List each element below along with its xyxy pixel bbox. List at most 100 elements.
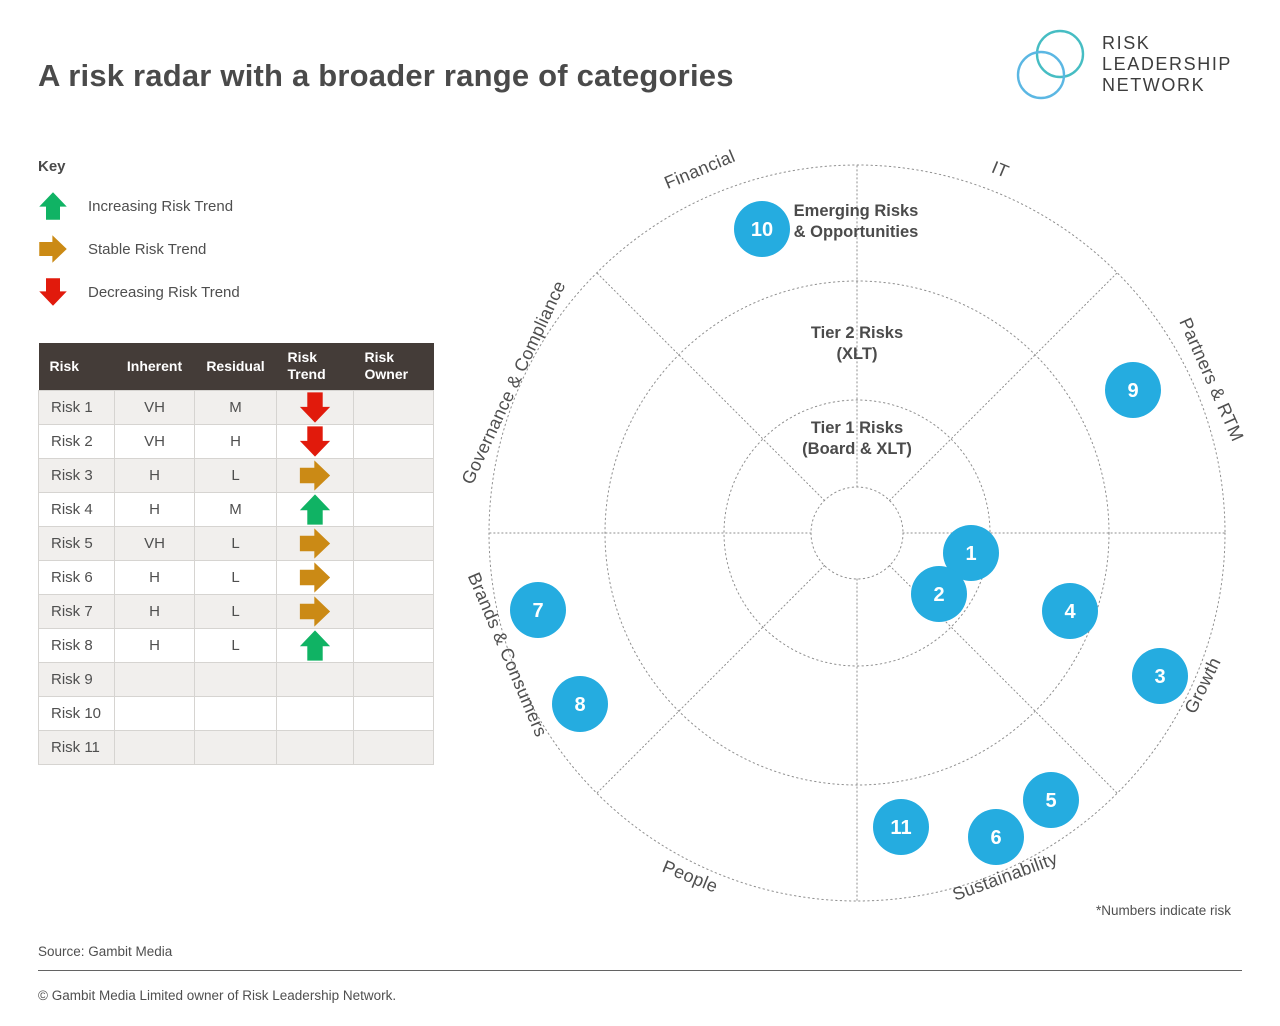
risk-cell: Risk 8	[38, 627, 115, 663]
risk-point-8: 8	[552, 676, 608, 732]
inherent-cell: VH	[114, 389, 195, 425]
risk-cell: Risk 1	[38, 389, 115, 425]
risk-point-11: 11	[873, 799, 929, 855]
tier2-label-line1: Tier 2 Risks	[811, 324, 903, 342]
radar-tier2-ring	[604, 280, 1110, 786]
residual-cell: H	[194, 423, 277, 459]
residual-cell: L	[194, 559, 277, 595]
table-row: Risk 8 H L	[38, 627, 434, 663]
inherent-cell	[114, 729, 195, 765]
residual-cell: M	[194, 389, 277, 425]
tier2-label-line2: (XLT)	[837, 345, 878, 363]
inherent-cell: H	[114, 627, 195, 663]
table-header-row: Risk Inherent Residual Risk Trend Risk O…	[38, 343, 434, 390]
trend-cell	[276, 423, 354, 459]
owner-cell	[353, 559, 434, 595]
svg-text:5: 5	[1045, 790, 1056, 812]
svg-text:6: 6	[990, 827, 1001, 849]
risk-cell: Risk 2	[38, 423, 115, 459]
owner-cell	[353, 695, 434, 731]
residual-cell: L	[194, 627, 277, 663]
table-row: Risk 4 H M	[38, 491, 434, 527]
trend-cell	[276, 457, 354, 493]
trend-cell	[276, 389, 354, 425]
residual-cell: M	[194, 491, 277, 527]
table-row: Risk 3 H L	[38, 457, 434, 493]
residual-cell: L	[194, 593, 277, 629]
radar-category-partners-rtm: Partners & RTM	[1175, 315, 1247, 445]
trend-cell	[276, 559, 354, 595]
trend-arrow-icon	[277, 391, 353, 424]
numbers-indicate-risk-note: *Numbers indicate risk	[1096, 903, 1232, 918]
legend-item-increasing: Increasing Risk Trend	[38, 191, 240, 221]
inherent-cell: VH	[114, 525, 195, 561]
legend-item-label: Stable Risk Trend	[88, 240, 207, 258]
risk-table: Risk Inherent Residual Risk Trend Risk O…	[38, 343, 434, 765]
radar-spoke-ne	[889, 272, 1118, 501]
risk-point-10: 10	[734, 201, 790, 257]
header-inherent: Inherent	[114, 343, 195, 390]
risk-cell: Risk 4	[38, 491, 115, 527]
radar-spoke-nw	[596, 272, 825, 501]
inherent-cell	[114, 661, 195, 697]
owner-cell	[353, 491, 434, 527]
radar-category-it: IT	[989, 157, 1012, 182]
risk-cell: Risk 9	[38, 661, 115, 697]
radar-spoke-sw	[596, 565, 825, 794]
owner-cell	[353, 729, 434, 765]
legend-item-stable: Stable Risk Trend	[38, 234, 240, 264]
svg-text:1: 1	[965, 543, 976, 565]
trend-cell	[276, 627, 354, 663]
legend-item-decreasing: Decreasing Risk Trend	[38, 277, 240, 307]
radar-category-governance-compliance: Governance & Compliance	[458, 278, 570, 488]
radar-category-people: People	[660, 856, 721, 896]
table-row: Risk 1 VH M	[38, 389, 434, 425]
trend-cell	[276, 593, 354, 629]
owner-cell	[353, 457, 434, 493]
risk-point-4: 4	[1042, 583, 1098, 639]
residual-cell: L	[194, 525, 277, 561]
risk-point-5: 5	[1023, 772, 1079, 828]
radar-category-growth: Growth	[1181, 654, 1225, 717]
inherent-cell: VH	[114, 423, 195, 459]
owner-cell	[353, 661, 434, 697]
header-risk-owner: Risk Owner	[353, 343, 434, 390]
risk-point-3: 3	[1132, 648, 1188, 704]
risk-cell: Risk 5	[38, 525, 115, 561]
legend-item-label: Decreasing Risk Trend	[88, 283, 240, 301]
owner-cell	[353, 389, 434, 425]
increasing-trend-arrow-icon	[38, 191, 68, 221]
logo-line-leadership: LEADERSHIP	[1102, 54, 1233, 74]
inherent-cell	[114, 695, 195, 731]
risk-point-2: 2	[911, 566, 967, 622]
risk-point-1: 1	[943, 525, 999, 581]
risk-point-6: 6	[968, 809, 1024, 865]
page-title: A risk radar with a broader range of cat…	[38, 58, 734, 93]
risk-leadership-network-logo: RISK LEADERSHIP NETWORK	[1016, 28, 1232, 106]
inherent-cell: H	[114, 593, 195, 629]
table-row: Risk 2 VH H	[38, 423, 434, 459]
trend-cell	[276, 695, 354, 731]
residual-cell	[194, 661, 277, 697]
emerging-risks-label-line2: & Opportunities	[794, 223, 919, 241]
radar-outer-ring	[488, 164, 1226, 902]
radar-category-financial: Financial	[661, 146, 738, 193]
logo-line-network: NETWORK	[1102, 75, 1206, 95]
residual-cell	[194, 695, 277, 731]
table-row: Risk 9	[38, 661, 434, 697]
legend-heading: Key	[38, 158, 66, 175]
trend-cell	[276, 729, 354, 765]
trend-cell	[276, 661, 354, 697]
tier1-label-line1: Tier 1 Risks	[811, 419, 903, 437]
risk-cell: Risk 6	[38, 559, 115, 595]
table-row: Risk 10	[38, 695, 434, 731]
svg-text:8: 8	[574, 694, 585, 716]
table-row: Risk 5 VH L	[38, 525, 434, 561]
owner-cell	[353, 593, 434, 629]
logo-circles-icon	[1016, 29, 1085, 100]
stable-trend-arrow-icon	[38, 234, 68, 264]
table-row: Risk 7 H L	[38, 593, 434, 629]
inherent-cell: H	[114, 559, 195, 595]
risk-cell: Risk 10	[38, 695, 115, 731]
